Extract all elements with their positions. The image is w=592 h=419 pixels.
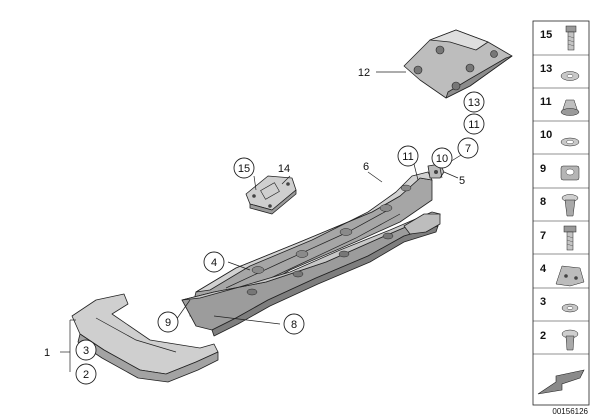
underbody-shield-part-6[interactable] bbox=[189, 171, 433, 319]
svg-text:3: 3 bbox=[83, 345, 89, 357]
svg-text:13: 13 bbox=[468, 97, 480, 109]
leader-lines bbox=[60, 71, 467, 372]
front-splash-guard-part-1[interactable] bbox=[71, 293, 219, 383]
callout-13[interactable]: 13 bbox=[463, 91, 485, 113]
mounting-plate-part-14[interactable] bbox=[245, 175, 297, 215]
svg-text:11: 11 bbox=[402, 151, 413, 163]
legend-row-2[interactable]: 2 bbox=[540, 329, 579, 351]
svg-text:11: 11 bbox=[468, 119, 479, 131]
svg-text:9: 9 bbox=[165, 317, 171, 329]
svg-text:10: 10 bbox=[436, 153, 448, 165]
callout-4[interactable]: 4 bbox=[203, 251, 225, 273]
svg-text:2: 2 bbox=[540, 330, 546, 342]
direction-arrow-icon bbox=[537, 369, 585, 395]
svg-text:15: 15 bbox=[540, 29, 552, 41]
svg-text:3: 3 bbox=[540, 296, 546, 308]
svg-text:14: 14 bbox=[278, 163, 290, 175]
washer-icon bbox=[560, 71, 580, 81]
svg-text:9: 9 bbox=[540, 163, 546, 175]
callout-2[interactable]: 2 bbox=[75, 363, 97, 385]
nut-icon bbox=[560, 99, 580, 116]
ring-washer-icon bbox=[561, 303, 579, 313]
svg-text:11: 11 bbox=[540, 96, 552, 108]
callout-5: 5 bbox=[459, 175, 465, 187]
bolt-icon bbox=[565, 25, 577, 51]
legend-row-13[interactable]: 13 bbox=[540, 63, 580, 81]
cage-nut-icon bbox=[560, 165, 580, 181]
hardware-legend bbox=[532, 20, 590, 406]
expansion-rivet-icon bbox=[561, 194, 579, 217]
legend-row-8[interactable]: 8 bbox=[540, 194, 579, 217]
plastic-rivet-icon bbox=[561, 329, 579, 351]
legend-row-4[interactable]: 4 bbox=[540, 263, 585, 287]
callout-11-upper[interactable]: 11 bbox=[463, 113, 485, 135]
svg-text:5: 5 bbox=[459, 175, 465, 187]
bracket-icon bbox=[555, 265, 585, 287]
svg-text:13: 13 bbox=[540, 63, 552, 75]
clip-nut-icon bbox=[560, 137, 580, 147]
svg-text:8: 8 bbox=[540, 196, 546, 208]
callout-10[interactable]: 10 bbox=[431, 147, 453, 169]
callout-7[interactable]: 7 bbox=[457, 137, 479, 159]
svg-text:4: 4 bbox=[540, 263, 547, 275]
svg-text:8: 8 bbox=[291, 319, 297, 331]
callout-15[interactable]: 15 bbox=[233, 157, 255, 179]
svg-text:15: 15 bbox=[238, 163, 250, 175]
screw-icon bbox=[563, 225, 577, 251]
legend-row-11[interactable]: 11 bbox=[540, 96, 580, 116]
callout-6: 6 bbox=[363, 161, 369, 173]
legend-row-15[interactable]: 15 bbox=[540, 25, 577, 51]
callout-3[interactable]: 3 bbox=[75, 339, 97, 361]
svg-text:7: 7 bbox=[465, 143, 471, 155]
callout-11-lower[interactable]: 11 bbox=[397, 145, 419, 167]
svg-text:2: 2 bbox=[83, 369, 89, 381]
legend-row-10[interactable]: 10 bbox=[540, 129, 580, 147]
heat-shield-part-12[interactable] bbox=[403, 29, 513, 99]
svg-text:1: 1 bbox=[44, 347, 50, 359]
legend-row-9[interactable]: 9 bbox=[540, 163, 580, 181]
callout-9[interactable]: 9 bbox=[157, 311, 179, 333]
callout-14: 14 bbox=[278, 163, 290, 175]
svg-text:12: 12 bbox=[358, 67, 370, 79]
callout-12: 12 bbox=[358, 67, 370, 79]
svg-text:10: 10 bbox=[540, 129, 552, 141]
svg-text:6: 6 bbox=[363, 161, 369, 173]
svg-text:4: 4 bbox=[211, 257, 217, 269]
callout-8[interactable]: 8 bbox=[283, 313, 305, 335]
svg-text:7: 7 bbox=[540, 230, 546, 242]
callout-1: 1 bbox=[44, 347, 50, 359]
legend-row-3[interactable]: 3 bbox=[540, 296, 579, 313]
legend-row-7[interactable]: 7 bbox=[540, 225, 577, 251]
lower-shield-part-8[interactable] bbox=[181, 211, 441, 337]
drawing-code: 00156126 bbox=[552, 407, 588, 416]
